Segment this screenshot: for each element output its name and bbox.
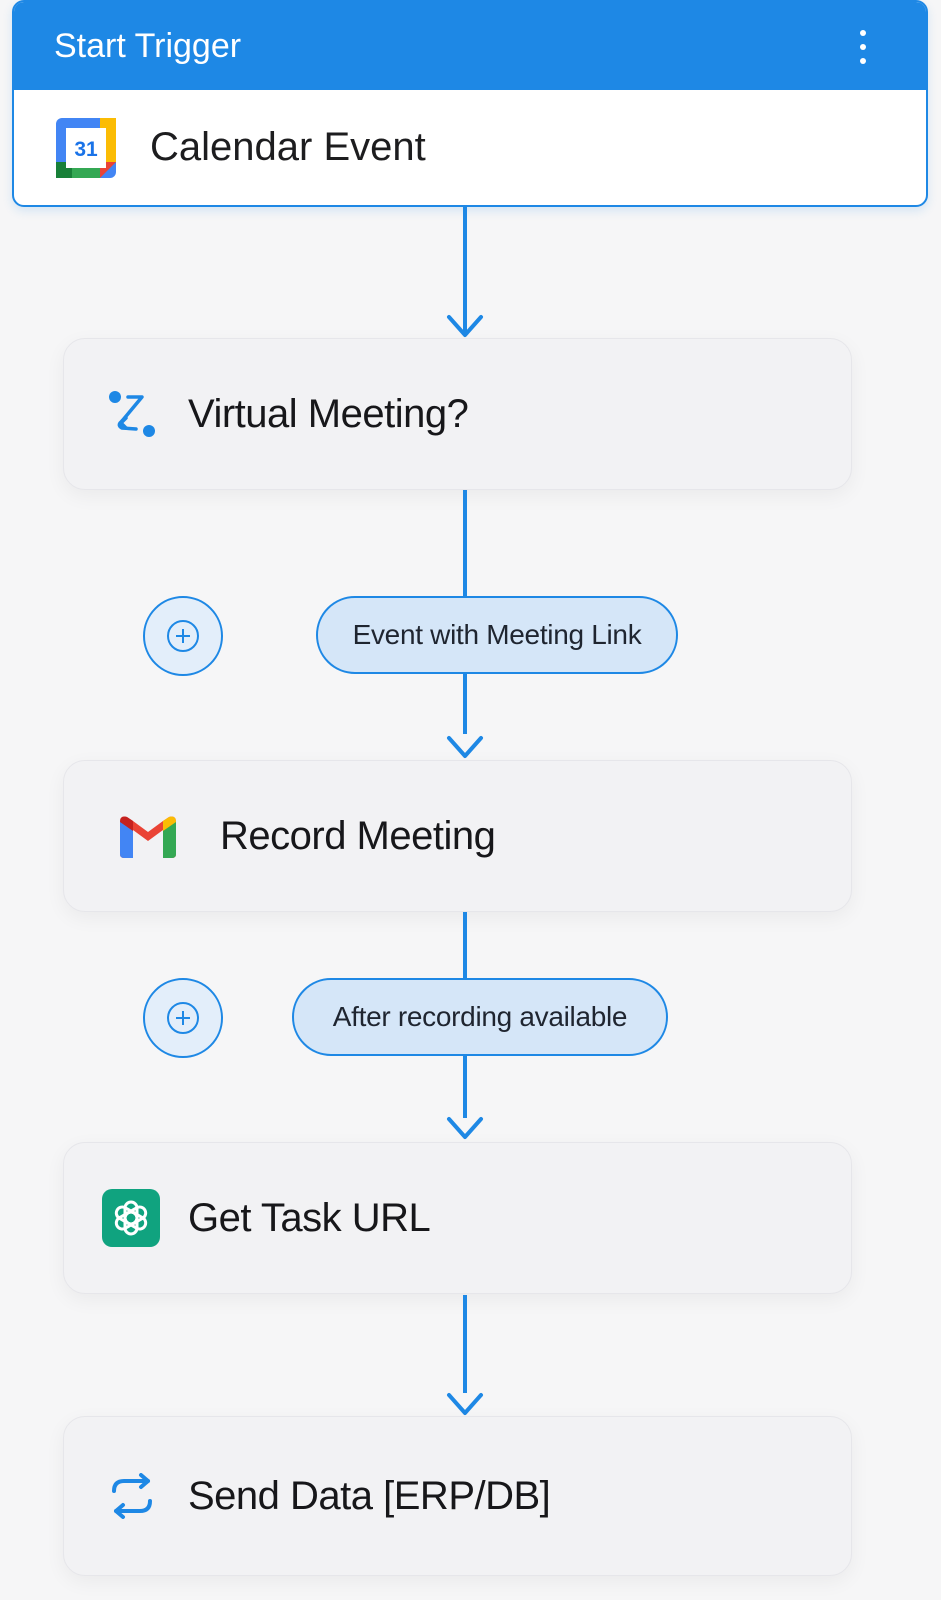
connector-line — [463, 1295, 467, 1393]
arrow-down-icon — [447, 315, 483, 337]
step-label: Record Meeting — [220, 813, 496, 858]
start-trigger-card[interactable]: Start Trigger 31 Calendar Event — [12, 0, 928, 207]
arrow-down-icon — [447, 736, 483, 758]
branch-condition-icon — [109, 391, 155, 437]
step-virtual-meeting[interactable]: Virtual Meeting? — [63, 338, 852, 490]
condition-pill[interactable]: Event with Meeting Link — [316, 596, 678, 674]
trigger-event[interactable]: 31 Calendar Event — [14, 90, 926, 205]
step-get-task-url[interactable]: Get Task URL — [63, 1142, 852, 1294]
openai-icon — [102, 1189, 160, 1247]
step-label: Virtual Meeting? — [188, 391, 469, 436]
connector-line — [463, 207, 467, 335]
gmail-icon — [120, 816, 176, 858]
add-branch-button[interactable] — [143, 978, 223, 1058]
step-send-data[interactable]: Send Data [ERP/DB] — [63, 1416, 852, 1576]
arrow-down-icon — [447, 1117, 483, 1139]
step-label: Send Data [ERP/DB] — [188, 1473, 551, 1518]
trigger-title: Start Trigger — [54, 26, 242, 65]
kebab-menu-icon[interactable] — [858, 30, 868, 64]
trigger-header: Start Trigger — [14, 2, 926, 90]
sync-arrows-icon — [112, 1473, 152, 1519]
condition-label: Event with Meeting Link — [352, 619, 642, 650]
add-circle-icon — [167, 620, 199, 652]
add-circle-icon — [167, 1002, 199, 1034]
add-branch-button[interactable] — [143, 596, 223, 676]
google-calendar-icon: 31 — [56, 117, 116, 178]
condition-pill[interactable]: After recording available — [292, 978, 668, 1056]
arrow-down-icon — [447, 1393, 483, 1415]
calendar-day: 31 — [74, 138, 98, 161]
step-label: Get Task URL — [188, 1195, 431, 1240]
step-record-meeting[interactable]: Record Meeting — [63, 760, 852, 912]
trigger-event-label: Calendar Event — [150, 125, 426, 169]
condition-label: After recording available — [332, 1001, 628, 1032]
